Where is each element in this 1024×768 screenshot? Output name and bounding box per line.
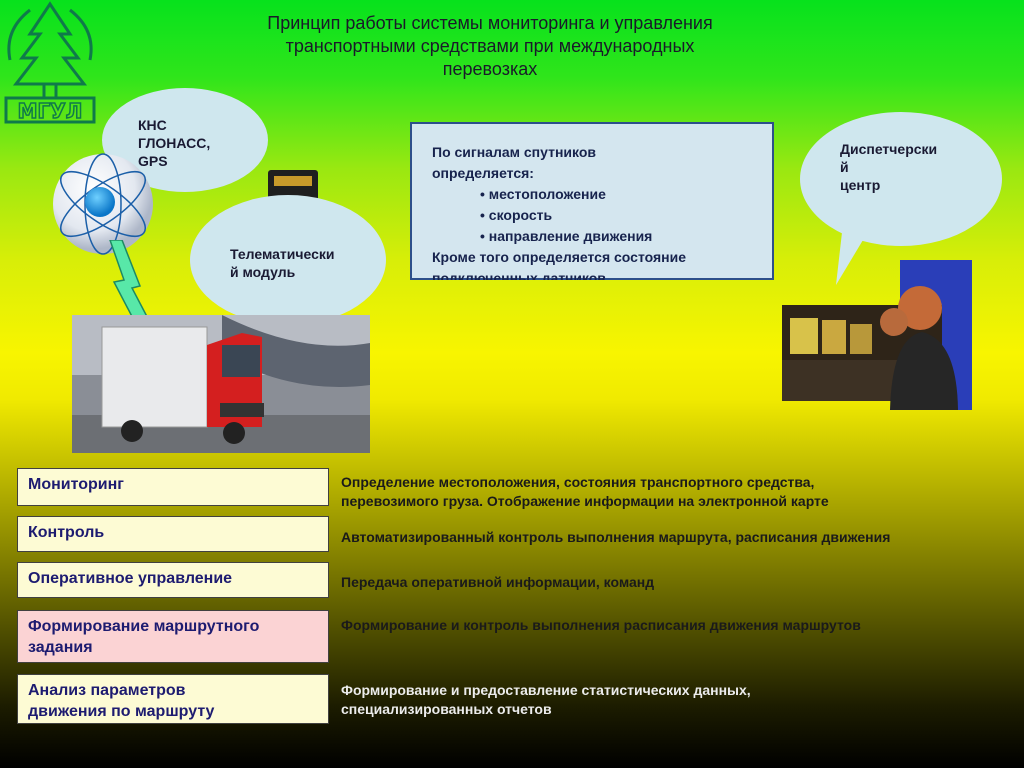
title-line: транспортными средствами при международн… bbox=[285, 36, 695, 56]
university-logo: МГУЛ bbox=[0, 0, 100, 125]
desc-control: Автоматизированный контроль выполнения м… bbox=[341, 528, 890, 547]
desc-line: Определение местоположения, состояния тр… bbox=[341, 474, 815, 490]
telematics-bubble-text: Телематически й модуль bbox=[230, 245, 335, 281]
satellite-globe bbox=[48, 148, 158, 260]
label-route-task: Формирование маршрутного задания bbox=[17, 610, 329, 663]
bubble-line: центр bbox=[840, 177, 881, 193]
desc-route-analysis: Формирование и предоставление статистиче… bbox=[341, 681, 751, 719]
bubble-line: КНС bbox=[138, 117, 167, 133]
desc-operational-management: Передача оперативной информации, команд bbox=[341, 573, 654, 592]
label-line: Мониторинг bbox=[28, 476, 124, 493]
desc-line: Передача оперативной информации, команд bbox=[341, 574, 655, 590]
label-line: Оперативное управление bbox=[28, 570, 233, 587]
dispatch-bubble-text: Диспетчерски й центр bbox=[840, 140, 937, 194]
satellite-info-box: По сигналам спутников определяется: • ме… bbox=[410, 122, 774, 280]
info-line: определяется: bbox=[432, 165, 534, 181]
label-line: задания bbox=[28, 639, 93, 656]
telematics-bubble bbox=[190, 195, 386, 325]
info-bullet: • направление движения bbox=[480, 228, 653, 244]
label-operational-management: Оперативное управление bbox=[17, 562, 329, 598]
dispatch-center-photo bbox=[782, 260, 972, 410]
title-line: перевозках bbox=[442, 59, 538, 79]
desc-line: Формирование и контроль выполнения распи… bbox=[341, 617, 861, 633]
operators-image-icon bbox=[782, 260, 972, 410]
label-line: Формирование маршрутного bbox=[28, 618, 260, 635]
dispatch-bubble bbox=[800, 112, 1002, 246]
desc-line: Формирование и предоставление статистиче… bbox=[341, 682, 751, 698]
desc-monitoring: Определение местоположения, состояния тр… bbox=[341, 473, 829, 511]
label-line: движения по маршруту bbox=[28, 703, 215, 720]
label-monitoring: Мониторинг bbox=[17, 468, 329, 506]
label-control: Контроль bbox=[17, 516, 329, 552]
bubble-line: GPS bbox=[138, 153, 168, 169]
label-route-analysis: Анализ параметров движения по маршруту bbox=[17, 674, 329, 724]
label-line: Анализ параметров bbox=[28, 682, 186, 699]
bubble-line: Диспетчерски bbox=[840, 141, 938, 157]
globe-icon bbox=[53, 153, 153, 255]
tree-logo-icon: МГУЛ bbox=[4, 1, 96, 124]
truck-photo bbox=[72, 315, 370, 453]
info-bullet: • местоположение bbox=[480, 186, 606, 202]
info-line: По сигналам спутников bbox=[432, 144, 596, 160]
desc-line: специализированных отчетов bbox=[341, 701, 552, 717]
logo-text: МГУЛ bbox=[18, 99, 83, 123]
title-line: Принцип работы системы мониторинга и упр… bbox=[267, 13, 713, 33]
page-title: Принцип работы системы мониторинга и упр… bbox=[190, 12, 790, 81]
truck-image-icon bbox=[72, 315, 370, 453]
desc-line: перевозимого груза. Отображение информац… bbox=[341, 493, 829, 509]
label-line: Контроль bbox=[28, 524, 105, 541]
bubble-line: Телематически bbox=[230, 246, 335, 262]
info-bullet: • скорость bbox=[480, 207, 553, 223]
bubble-line: ГЛОНАСС, bbox=[138, 135, 211, 151]
bubble-line: й bbox=[840, 159, 849, 175]
dispatch-bubble-tail bbox=[836, 215, 878, 285]
desc-route-task: Формирование и контроль выполнения распи… bbox=[341, 616, 861, 635]
desc-line: Автоматизированный контроль выполнения м… bbox=[341, 529, 891, 545]
bubble-line: й модуль bbox=[230, 264, 296, 280]
info-line: подключенных датчиков bbox=[432, 270, 606, 280]
info-line: Кроме того определяется состояние bbox=[432, 249, 687, 265]
satellite-bubble-text: КНС ГЛОНАСС, GPS bbox=[138, 116, 210, 170]
